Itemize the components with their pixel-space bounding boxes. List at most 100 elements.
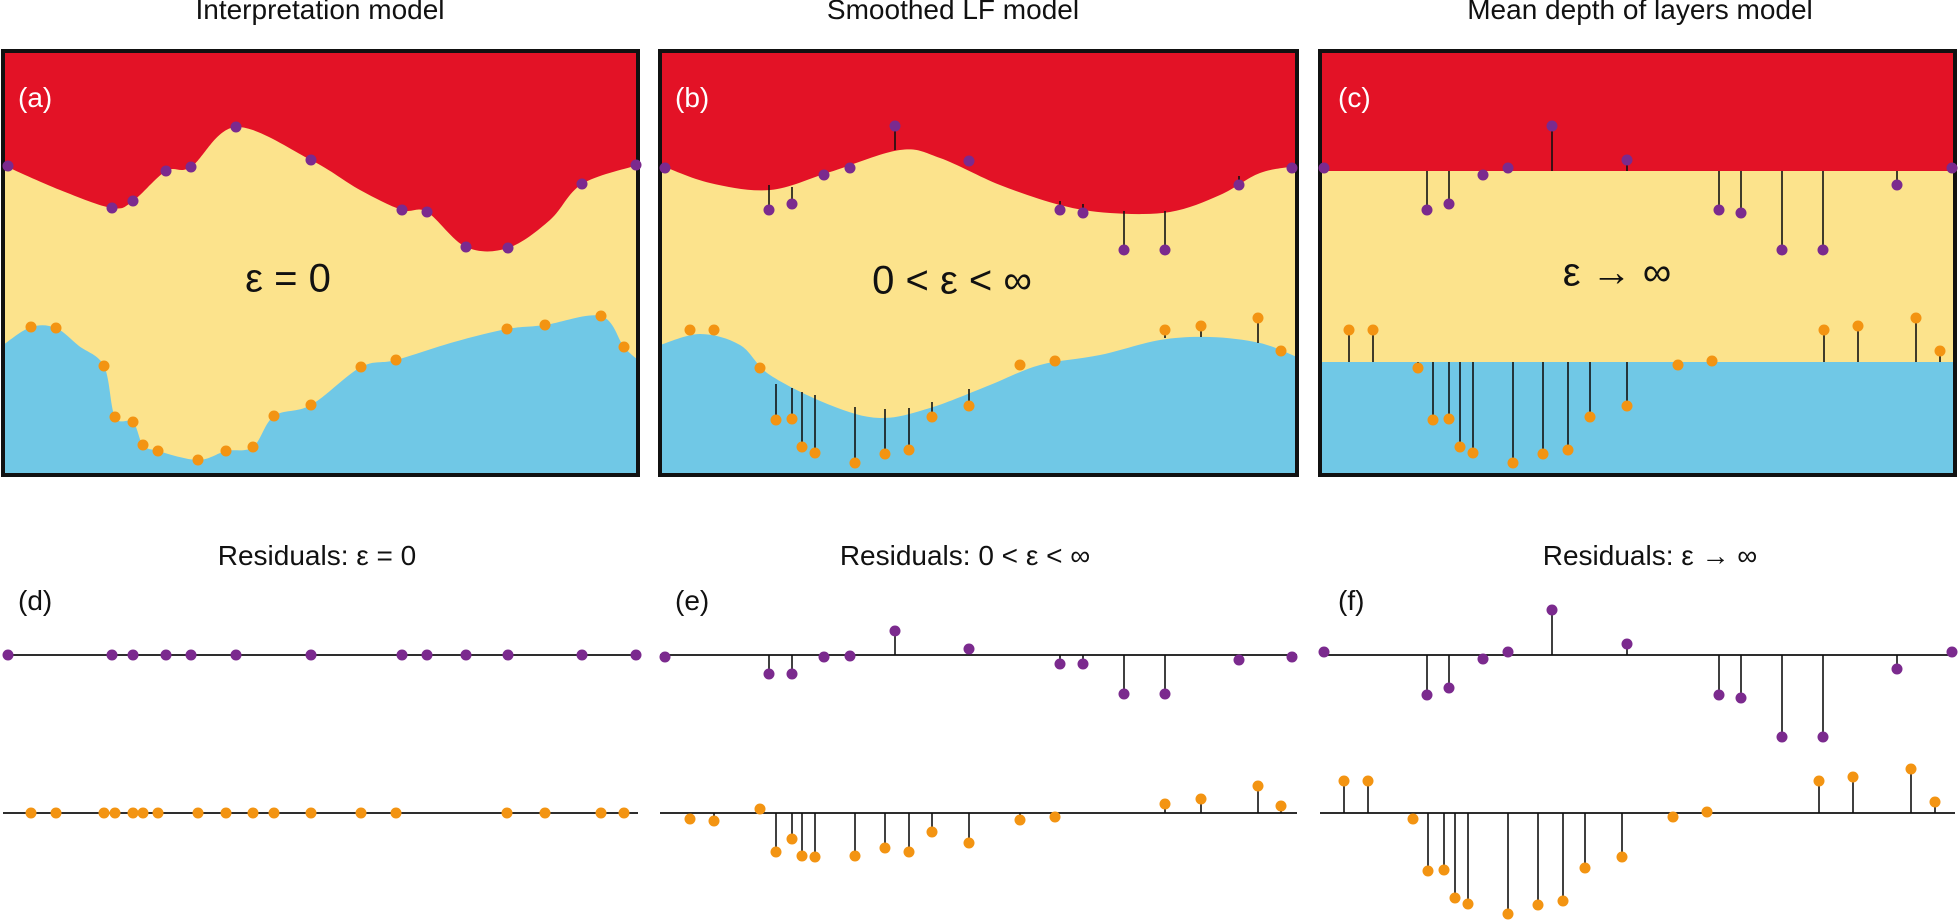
panel-f-lower-point xyxy=(1579,862,1591,874)
panel-b-frame xyxy=(658,49,1299,477)
panel-c-lower-point xyxy=(1621,400,1633,412)
panel-a-lower-point xyxy=(137,439,149,451)
panel-e-lower-point xyxy=(1014,814,1026,826)
panel-c-lower-point xyxy=(1818,324,1830,336)
panel-a-upper-point xyxy=(421,206,433,218)
panel-f-lower-point xyxy=(1667,811,1679,823)
panel-d-lower-point xyxy=(152,807,164,819)
panel-c-lower-point xyxy=(1343,324,1355,336)
panel-label-f: (f) xyxy=(1338,585,1365,616)
panel-b-lower-point xyxy=(786,413,798,425)
panel-a-lower-point xyxy=(539,319,551,331)
panel-f-lower-point xyxy=(1929,796,1941,808)
panel-d-lower-point xyxy=(98,807,110,819)
panel-f-upper-point xyxy=(1502,646,1514,658)
panel-b-upper-point xyxy=(844,162,856,174)
panel-b-upper-point xyxy=(1286,162,1298,174)
panel-c-lower-point xyxy=(1672,359,1684,371)
panel-d-upper-point xyxy=(127,649,139,661)
panel-a-upper-point xyxy=(630,159,642,171)
panel-b-upper-point xyxy=(786,198,798,210)
panel-f-lower-point xyxy=(1462,898,1474,910)
panel-f-upper-point xyxy=(1946,646,1958,658)
panel-d-lower-point xyxy=(192,807,204,819)
panel-e-lower-point xyxy=(926,826,938,838)
panel-b-upper-point xyxy=(1054,204,1066,216)
panel-d-upper-point xyxy=(160,649,172,661)
panel-b-lower-point xyxy=(879,448,891,460)
panel-f-lower-point xyxy=(1502,908,1514,920)
panel-b-upper-point xyxy=(1233,179,1245,191)
panel-c-lower-point xyxy=(1427,414,1439,426)
panel-label-b: (b) xyxy=(675,82,710,113)
panel-a-upper-point xyxy=(185,161,197,173)
panel-a-lower-point xyxy=(109,411,121,423)
epsilon-label-b: 0 < ε < ∞ xyxy=(872,258,1032,303)
panel-c-upper-point xyxy=(1477,169,1489,181)
panel-c-lower-point xyxy=(1443,413,1455,425)
panel-e-upper-point xyxy=(844,650,856,662)
panel-f-lower-point xyxy=(1701,806,1713,818)
panel-b-lower-point xyxy=(1049,355,1061,367)
panel-c-lower-point xyxy=(1454,441,1466,453)
panel-c-lower-point xyxy=(1706,355,1718,367)
panel-e-upper-point xyxy=(1286,651,1298,663)
panel-b-lower-point xyxy=(754,362,766,374)
panel-label-e: (e) xyxy=(675,585,710,616)
panel-a-lower-point xyxy=(98,360,110,372)
panel-e-lower-point xyxy=(796,850,808,862)
panel-e-upper-point xyxy=(889,625,901,637)
panel-b-lower-point xyxy=(1014,359,1026,371)
panel-e-lower-point xyxy=(903,846,915,858)
panel-e-upper-point xyxy=(1159,688,1171,700)
panel-a-upper-point xyxy=(160,165,172,177)
panel-b-lower-point xyxy=(1159,324,1171,336)
title-residuals-c: Residuals: ε → ∞ xyxy=(1542,540,1758,571)
panel-d-lower-point xyxy=(618,807,630,819)
panel-d-lower-point xyxy=(137,807,149,819)
panel-d-lower-point xyxy=(595,807,607,819)
panel-f-upper-point xyxy=(1735,692,1747,704)
panel-d-upper-point xyxy=(185,649,197,661)
panel-d-upper-point xyxy=(576,649,588,661)
panel-e-lower-point xyxy=(786,833,798,845)
panel-e-upper-point xyxy=(786,668,798,680)
panel-a-upper-point xyxy=(127,195,139,207)
panel-d-upper-point xyxy=(2,649,14,661)
panel-d-lower-point xyxy=(305,807,317,819)
panel-e-lower-point xyxy=(1252,780,1264,792)
panel-f-lower-point xyxy=(1532,899,1544,911)
panel-c-lower-point xyxy=(1537,448,1549,460)
panel-b-lower-point xyxy=(1275,345,1287,357)
panel-a-frame xyxy=(1,49,640,477)
panel-label-a: (a) xyxy=(18,82,53,113)
panel-a-upper-point xyxy=(460,241,472,253)
panel-e-lower-point xyxy=(1195,793,1207,805)
title-residuals-a: Residuals: ε = 0 xyxy=(217,540,417,571)
panel-d-lower-point xyxy=(539,807,551,819)
panel-b-lower-point xyxy=(903,444,915,456)
panel-f-lower-point xyxy=(1338,775,1350,787)
panel-f-lower-point xyxy=(1905,763,1917,775)
panel-e-upper-point xyxy=(1077,658,1089,670)
panel-e-lower-point xyxy=(963,837,975,849)
panel-b-lower-point xyxy=(796,441,808,453)
panel-f-upper-point xyxy=(1891,663,1903,675)
panel-a-lower-point xyxy=(192,454,204,466)
panel-b-upper-point xyxy=(889,120,901,132)
panel-d-upper-point xyxy=(396,649,408,661)
panel-d-lower-point xyxy=(355,807,367,819)
panel-e-lower-point xyxy=(809,851,821,863)
panel-f-lower-point xyxy=(1449,892,1461,904)
panel-b-upper-point xyxy=(1159,244,1171,256)
panel-f-upper-point xyxy=(1443,682,1455,694)
panel-f-lower-point xyxy=(1438,864,1450,876)
panel-a-upper-point xyxy=(106,202,118,214)
panel-f-upper-point xyxy=(1421,689,1433,701)
title-interpretation-model: Interpretation model xyxy=(195,0,445,25)
panel-b-upper-point xyxy=(1118,244,1130,256)
panel-e-upper-point xyxy=(1054,658,1066,670)
panel-a-upper-point xyxy=(396,204,408,216)
panel-d-lower-point xyxy=(109,807,121,819)
